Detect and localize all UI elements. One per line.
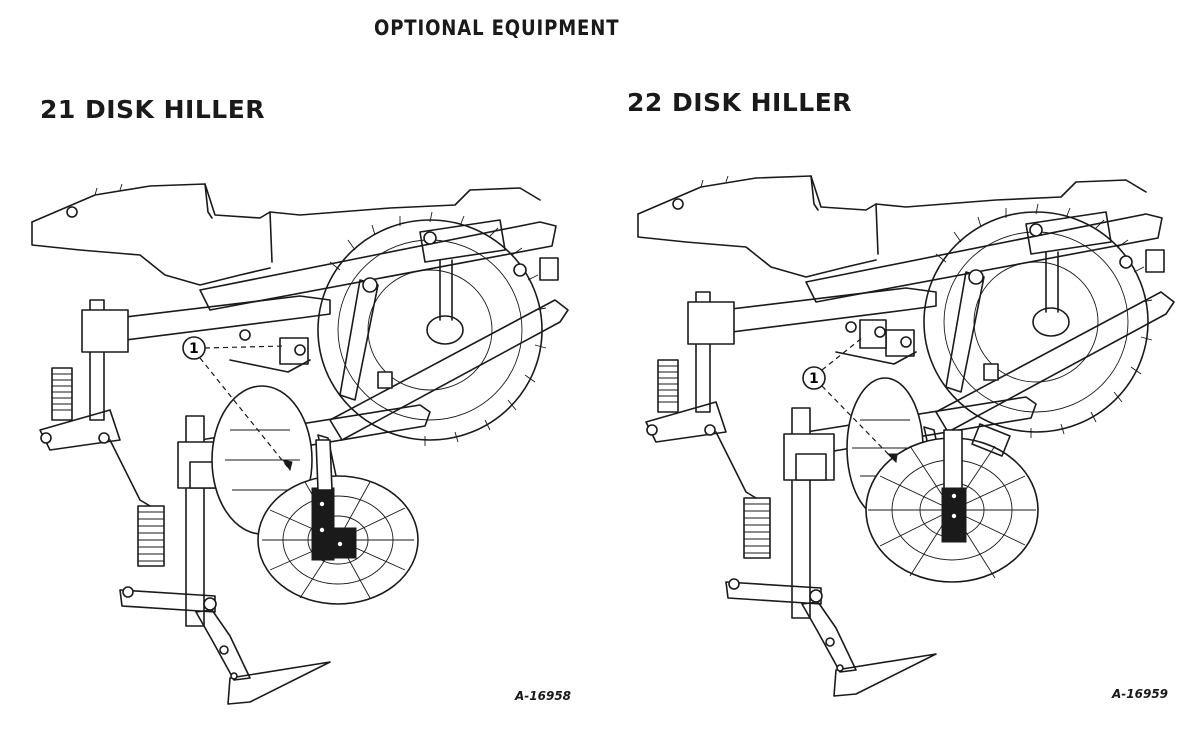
figure-title-22-disk-hiller: 22 DISK HILLER [627, 88, 853, 117]
page-heading: OPTIONAL EQUIPMENT [374, 16, 620, 40]
figure-21-disk-hiller-drawing: 1 [31, 183, 569, 705]
figure-code-left: A-16958 [515, 689, 572, 703]
figure-22-disk-hiller-drawing: 1 [637, 175, 1175, 697]
figure-code-right: A-16959 [1112, 687, 1169, 701]
callout-number: 1 [189, 341, 199, 357]
figure-title-21-disk-hiller: 21 DISK HILLER [40, 95, 266, 124]
callout-number: 1 [809, 371, 819, 387]
